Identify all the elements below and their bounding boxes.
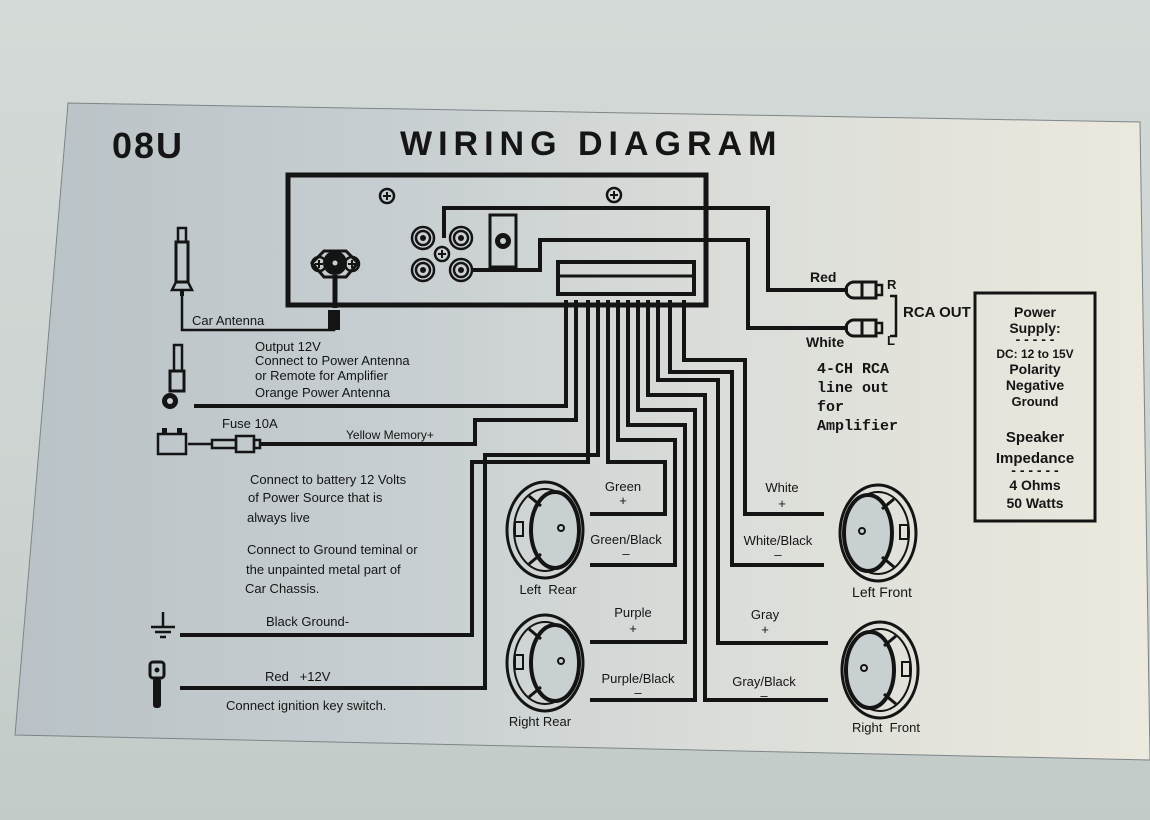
spec-speaker-title: Impedance <box>996 450 1074 467</box>
speaker-name: Right Front <box>852 720 920 735</box>
battery-icon <box>156 428 188 456</box>
rca-r-label: R <box>887 277 897 292</box>
yellow-memory-label: Yellow Memory+ <box>346 428 434 442</box>
note-line: the unpainted metal part of <box>246 562 401 577</box>
green-wire <box>590 300 667 516</box>
spec-power-title: Power <box>1014 304 1057 320</box>
plus-sign: + <box>629 621 637 636</box>
yellow-memory-wire <box>260 300 578 446</box>
note-line: or Remote for Amplifier <box>255 368 389 383</box>
fuse-label: Fuse 10A <box>222 416 278 431</box>
wiring-harness-connector <box>556 260 696 296</box>
note-line: Connect to Power Antenna <box>255 353 410 368</box>
gray-wire <box>656 300 828 645</box>
note-line: always live <box>247 510 310 525</box>
note-line: Connect to battery 12 Volts <box>250 472 407 487</box>
speaker-right-rear: Right Rear Purple + Purple/Black – <box>505 605 675 729</box>
wire-label: Gray <box>751 607 780 622</box>
dip-switch-icon <box>488 213 518 269</box>
battery-note: Connect to battery 12 Volts of Power Sou… <box>247 472 407 525</box>
white-wire <box>682 300 824 516</box>
spec-box: Power Supply: - - - - - DC: 12 to 15V Po… <box>973 291 1097 523</box>
minus-sign: – <box>774 547 782 562</box>
antenna-output-note: Output 12V Connect to Power Antenna or R… <box>255 339 410 400</box>
rca-red-label: Red <box>810 269 836 285</box>
minus-sign: – <box>634 685 642 700</box>
speaker-name: Right Rear <box>509 714 572 729</box>
spec-speaker-title: Speaker <box>1006 429 1065 446</box>
red-12v-label: Red +12V <box>265 669 331 684</box>
minus-sign: – <box>760 688 768 703</box>
green-black-wire <box>590 300 677 567</box>
amp-note-line: line out <box>817 380 889 397</box>
speaker-right-front: Right Front Gray + Gray/Black – <box>732 607 920 735</box>
spec-ohms: 4 Ohms <box>1009 477 1061 493</box>
wire-label: Purple/Black <box>602 671 675 686</box>
label-plate <box>14 102 1150 761</box>
plus-sign: + <box>778 496 786 511</box>
antenna-plug-icon <box>328 310 340 330</box>
diagram-title: WIRING DIAGRAM <box>400 125 782 163</box>
rca-l-label: L <box>887 333 895 348</box>
ignition-key-icon <box>148 660 166 708</box>
spec-dc-voltage: DC: 12 to 15V <box>996 347 1073 361</box>
note-line: Orange Power Antenna <box>255 385 391 400</box>
speaker-left-front: Left Front White + White/Black – <box>744 480 918 600</box>
note-line: Output 12V <box>255 339 321 354</box>
car-antenna-icon <box>169 226 195 296</box>
wire-label: White <box>765 480 798 495</box>
rca-bracket <box>890 294 898 338</box>
amp-note: 4-CH RCA line out for Amplifier <box>817 361 898 435</box>
spec-divider: - - - - - - <box>1011 462 1059 478</box>
rca-white-label: White <box>806 334 844 350</box>
rca-plug-white-icon <box>844 318 884 338</box>
car-antenna-label: Car Antenna <box>192 313 265 328</box>
speaker-left-rear: Left Rear Green + Green/Black – <box>505 479 662 597</box>
note-line: Car Chassis. <box>245 581 319 596</box>
wire-label: Gray/Black <box>732 674 796 689</box>
purple-black-wire <box>590 300 697 702</box>
rca-out-label: RCA OUT <box>903 304 971 321</box>
wire-label: White/Black <box>744 533 813 548</box>
model-number: 08U <box>112 125 184 166</box>
plus-sign: + <box>761 622 769 637</box>
plus-sign: + <box>619 493 627 508</box>
antenna-socket-icon <box>309 249 361 308</box>
spec-power-title: Supply: <box>1009 320 1060 336</box>
rca-red-wire <box>442 206 848 292</box>
ground-note: Connect to Ground teminal or the unpaint… <box>245 542 418 596</box>
speaker-wire-bundle <box>590 300 828 702</box>
wire-label: Purple <box>614 605 652 620</box>
rca-plug-red-icon <box>844 280 884 300</box>
red-ignition-wire <box>180 300 600 690</box>
minus-sign: – <box>622 546 630 561</box>
white-black-wire <box>668 300 824 567</box>
spec-watts: 50 Watts <box>1006 495 1063 511</box>
ignition-note: Connect ignition key switch. <box>226 698 386 713</box>
amp-note-line: Amplifier <box>817 418 898 435</box>
spec-polarity: Polarity <box>1009 361 1061 377</box>
orange-power-antenna-wire <box>194 300 568 408</box>
amp-note-line: for <box>817 399 844 416</box>
spec-divider: - - - - - <box>1016 331 1055 347</box>
wire-label: Green/Black <box>590 532 662 547</box>
amp-note-line: 4-CH RCA <box>817 361 889 378</box>
black-ground-wire <box>180 300 590 637</box>
purple-wire <box>590 300 687 644</box>
speaker-name: Left Front <box>852 584 912 600</box>
rca-white-wire <box>472 238 848 330</box>
note-line: Connect to Ground teminal or <box>247 542 418 557</box>
head-unit <box>285 172 709 308</box>
speaker-name: Left Rear <box>519 582 577 597</box>
spec-polarity: Negative <box>1006 377 1065 393</box>
gray-black-wire <box>646 300 828 702</box>
note-line: of Power Source that is <box>248 490 383 505</box>
black-ground-label: Black Ground- <box>266 614 349 629</box>
wire-label: Green <box>605 479 641 494</box>
spec-polarity: Ground <box>1012 394 1059 409</box>
power-antenna-icon <box>162 343 186 409</box>
ground-icon <box>151 612 175 639</box>
